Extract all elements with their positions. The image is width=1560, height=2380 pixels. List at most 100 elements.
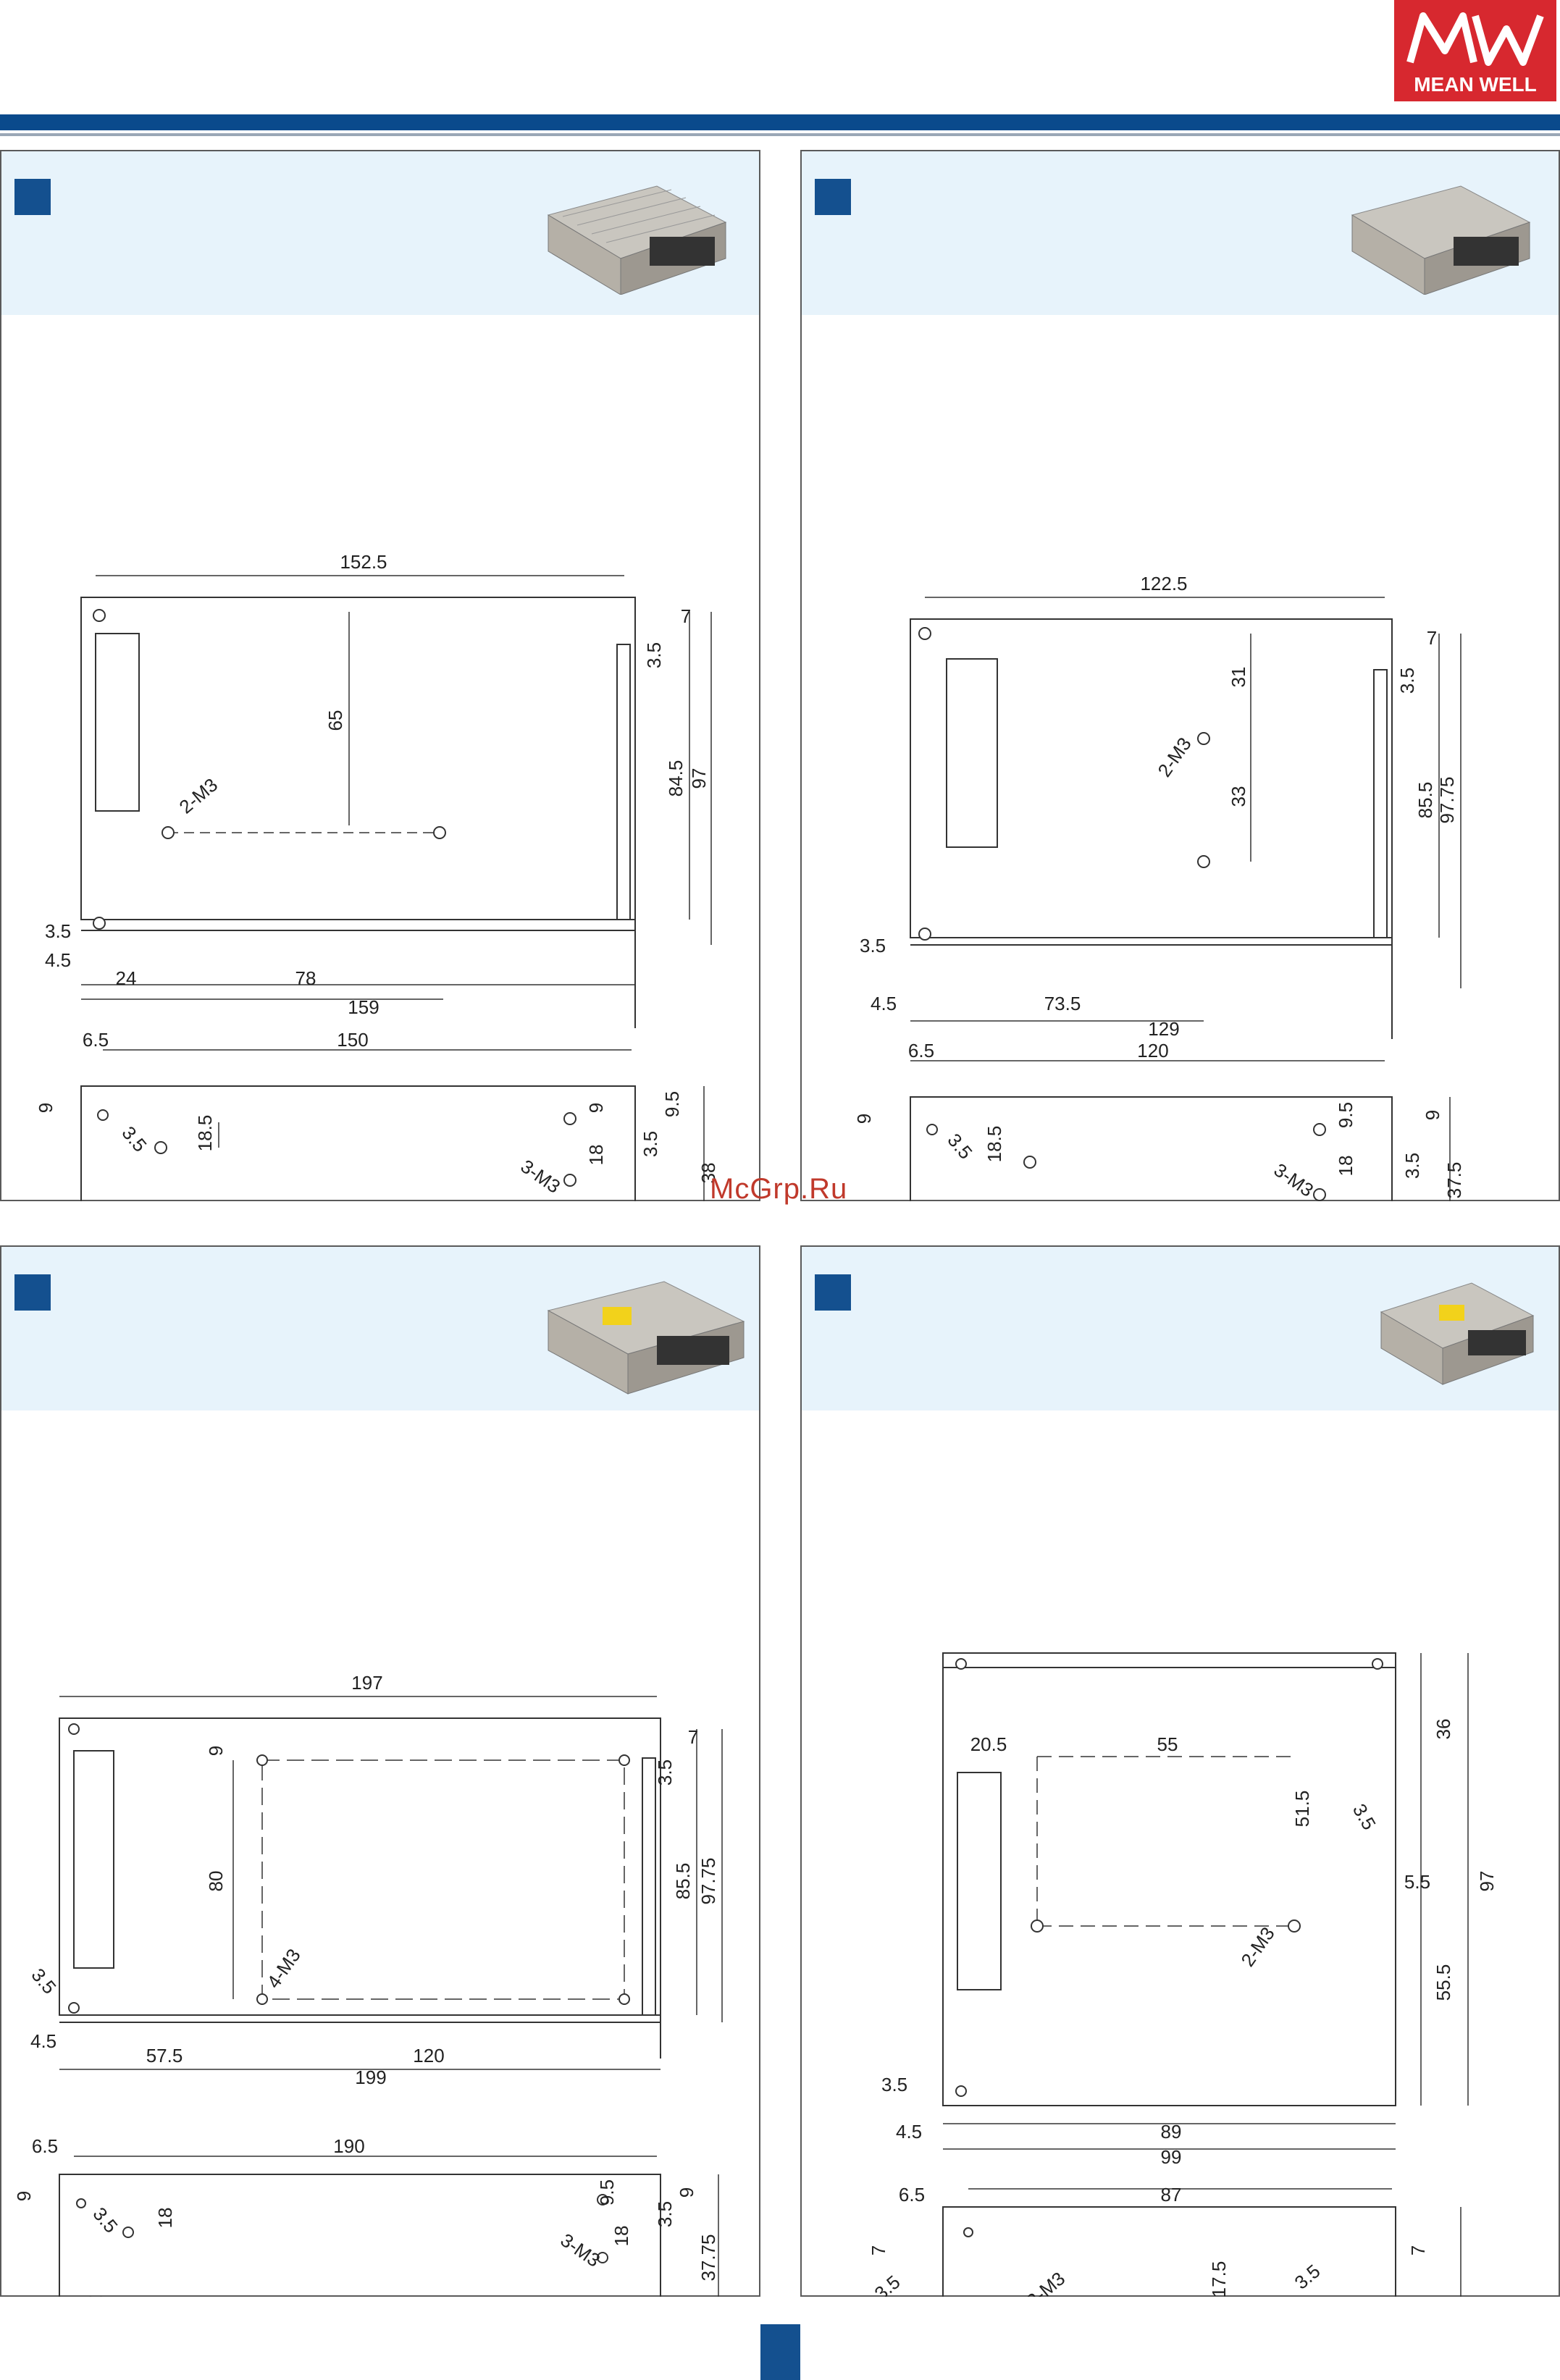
watermark: McGrp.Ru (710, 1173, 848, 1205)
dim-text: 18 (1335, 1156, 1356, 1177)
dim-text: 3.5 (943, 1130, 976, 1164)
dim-text: 85.5 (672, 1863, 694, 1900)
dim-text: 120 (413, 2045, 444, 2066)
dim-text: 18 (154, 2208, 176, 2229)
dim-text: 190 (333, 2135, 364, 2157)
dim-text: 97 (688, 768, 710, 789)
dim-text: 3.5 (654, 1759, 676, 1786)
dim-text: 3.5 (871, 2271, 905, 2297)
dim-text: 197 (351, 1672, 382, 1694)
dim-text: 2-M3 (1153, 733, 1196, 781)
dim-text: 3.5 (639, 1131, 661, 1157)
dim-text: 85.5 (1414, 782, 1436, 819)
dim-text: 55.5 (1433, 1964, 1454, 2001)
page-tab (760, 2324, 800, 2380)
panel-header (802, 1247, 1559, 1410)
dimension-drawing: 122.5 31 33 2-M3 3.5 7 85.5 97.75 3.5 4.… (853, 573, 1465, 1201)
dim-text: 37.5 (1443, 1162, 1465, 1199)
panel-bottom-left: 197 9 80 4-M3 7 3.5 85.5 97.75 3.5 4.5 5… (0, 1245, 760, 2297)
dim-text: 3.5 (1349, 1800, 1380, 1833)
header-divider (0, 133, 1560, 136)
dim-text: 6.5 (83, 1029, 109, 1051)
dim-text: 2-M3 (1236, 1923, 1279, 1971)
panel-top-right: 122.5 31 33 2-M3 3.5 7 85.5 97.75 3.5 4.… (800, 150, 1560, 1201)
dim-text: 9 (13, 2191, 35, 2201)
dim-text: 9 (585, 1103, 607, 1113)
dim-text: 9.5 (1335, 1102, 1356, 1128)
panel-top-left: 152.5 65 2-M3 3.5 7 84.5 97 3.5 4.5 24 7… (0, 150, 760, 1201)
dim-text: 24 (116, 967, 137, 989)
dim-text: 97.75 (697, 1857, 719, 1904)
dim-text: 87 (1161, 2184, 1182, 2206)
dim-text: 3.5 (643, 642, 665, 668)
dim-text: 17.5 (1208, 2261, 1230, 2297)
dim-text: 80 (205, 1871, 227, 1892)
dim-text: 33 (1228, 786, 1249, 807)
dim-text: 2-M3 (1023, 2268, 1070, 2297)
dim-text: 7 (868, 2245, 889, 2255)
dim-text: 3-M3 (1270, 1159, 1318, 1201)
dim-text: 152.5 (340, 551, 387, 573)
case-outline-side (80, 1085, 636, 1201)
dim-text: 9.5 (661, 1091, 683, 1117)
dim-text: 84.5 (665, 760, 687, 797)
dim-text: 22 (85, 2292, 106, 2297)
dim-text: 9 (1422, 1110, 1443, 1120)
dim-text: 9 (853, 1114, 875, 1124)
dim-text: 31 (1228, 667, 1249, 688)
dim-text: 9 (35, 1103, 56, 1113)
panel-bottom-right: 20.5 55 51.5 3.5 5.5 2-M3 55.5 36 97 3.5… (800, 1245, 1560, 2297)
dim-text: 18.5 (984, 1126, 1005, 1163)
dim-text: 18 (585, 1145, 607, 1166)
dim-text: 18 (611, 2226, 632, 2247)
dimension-drawing: 152.5 65 2-M3 3.5 7 84.5 97 3.5 4.5 24 7… (35, 551, 719, 1201)
dim-text: 3.5 (45, 920, 71, 942)
dim-text: 7 (681, 605, 691, 627)
dim-text: 38 (697, 1163, 719, 1184)
header-bar (0, 114, 1560, 130)
section-marker (815, 179, 851, 215)
dim-text: 122.5 (1140, 573, 1187, 594)
dim-text: 3-M3 (557, 2229, 605, 2271)
dim-text: 36 (1433, 1719, 1454, 1740)
dim-text: 6.5 (32, 2135, 58, 2157)
dim-text: 3.5 (88, 2203, 122, 2237)
dimension-drawing: 197 9 80 4-M3 7 3.5 85.5 97.75 3.5 4.5 5… (13, 1672, 723, 2297)
dim-text: 3.5 (860, 935, 886, 956)
dim-text: 4.5 (45, 949, 71, 971)
dim-text: 9 (676, 2187, 697, 2198)
dim-text: 97.75 (1436, 776, 1458, 823)
dim-text: 73.5 (1044, 993, 1081, 1014)
dim-text: 57.5 (146, 2045, 183, 2066)
dim-text: 159 (348, 996, 379, 1018)
mean-well-logo: MEAN WELL (1394, 0, 1556, 101)
panel-header (1, 1247, 759, 1410)
section-marker (14, 179, 51, 215)
dim-text: 3.5 (881, 2074, 907, 2095)
dim-text: 199 (355, 2066, 386, 2088)
dim-text: 3.5 (1396, 668, 1418, 694)
dimension-drawing: 20.5 55 51.5 3.5 5.5 2-M3 55.5 36 97 3.5… (868, 1652, 1498, 2297)
dim-text: 157 (337, 2292, 368, 2297)
dim-text: 89 (1161, 2121, 1182, 2143)
dim-text: 3.5 (1401, 1153, 1423, 1179)
dim-text: 99 (1161, 2146, 1182, 2168)
dim-text: 2-M3 (175, 774, 222, 818)
dim-text: 78 (295, 967, 316, 989)
dim-text: 55 (1157, 1733, 1178, 1755)
panel-header (1, 151, 759, 315)
dim-text: 6.5 (899, 2184, 925, 2206)
product-photo (547, 185, 727, 295)
dim-text: 37.75 (697, 2234, 719, 2281)
dim-text: 3-M3 (517, 1155, 565, 1198)
logo-text: MEAN WELL (1414, 73, 1537, 96)
dim-text: 9 (205, 1746, 227, 1756)
section-marker (815, 1274, 851, 1311)
dim-text: 129 (1148, 1018, 1179, 1040)
dim-text: 3.5 (1291, 2260, 1325, 2293)
dim-text: 150 (337, 1029, 368, 1051)
dim-text: 7 (1407, 2245, 1429, 2255)
dim-text: 6.5 (908, 1040, 934, 1061)
panel-header (802, 151, 1559, 315)
dim-text: 4.5 (30, 2030, 56, 2052)
